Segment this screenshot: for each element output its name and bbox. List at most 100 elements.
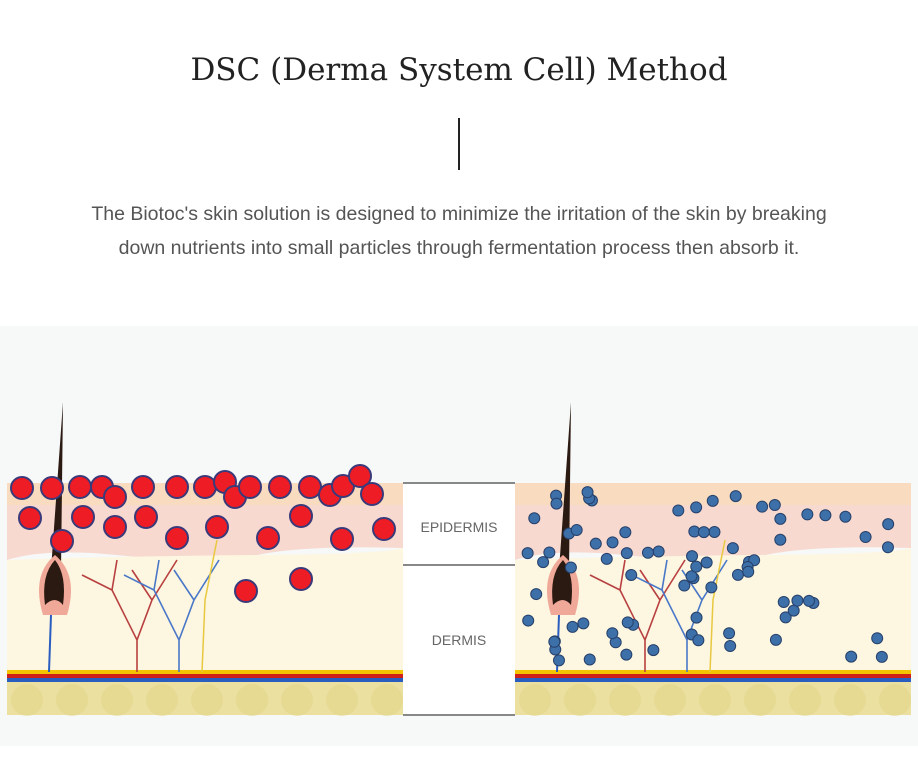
- right-artery-line: [515, 674, 911, 678]
- small-nutrient-particle: [705, 581, 718, 594]
- right-fat-cell: [879, 684, 911, 716]
- small-nutrient-particle: [787, 604, 800, 617]
- small-nutrient-particle: [566, 620, 579, 633]
- large-nutrient-particle: [372, 517, 396, 541]
- small-nutrient-particle: [619, 526, 632, 539]
- small-nutrient-particle: [606, 536, 619, 549]
- small-nutrient-particle: [543, 546, 556, 559]
- large-nutrient-particle: [268, 475, 292, 499]
- left-fat-cell: [146, 684, 178, 716]
- left-hair-root: [44, 560, 64, 605]
- small-nutrient-particle: [577, 617, 590, 630]
- small-nutrient-particle: [724, 640, 737, 653]
- left-fat-cell: [371, 684, 403, 716]
- large-nutrient-particle: [289, 504, 313, 528]
- right-fat-cell: [564, 684, 596, 716]
- large-nutrient-particle: [40, 476, 64, 500]
- small-nutrient-particle: [882, 518, 895, 531]
- small-nutrient-particle: [801, 508, 814, 521]
- small-nutrient-particle: [625, 569, 638, 582]
- small-nutrient-particle: [859, 530, 872, 543]
- right-fat-cell: [609, 684, 641, 716]
- large-nutrient-particle: [71, 505, 95, 529]
- large-nutrient-particle: [131, 475, 155, 499]
- right-vein-line: [515, 678, 911, 682]
- small-nutrient-particle: [600, 552, 613, 565]
- large-nutrient-particle: [289, 567, 313, 591]
- right-fat-cell: [834, 684, 866, 716]
- large-nutrient-particle: [50, 529, 74, 553]
- right-nerve: [709, 539, 726, 673]
- small-nutrient-particle: [881, 541, 894, 554]
- large-nutrient-particle: [330, 527, 354, 551]
- small-nutrient-particle: [706, 494, 719, 507]
- large-nutrient-particle: [205, 515, 229, 539]
- large-nutrient-particle: [193, 475, 217, 499]
- small-nutrient-particle: [621, 616, 634, 629]
- left-fat-cell: [281, 684, 313, 716]
- large-nutrient-particle: [298, 475, 322, 499]
- small-nutrient-particle: [685, 570, 698, 583]
- left-nerve: [201, 539, 218, 673]
- right-fat-cell: [654, 684, 686, 716]
- right-fat-cell: [789, 684, 821, 716]
- small-nutrient-particle: [678, 579, 691, 592]
- small-nutrient-particle: [564, 561, 577, 574]
- left-nerve-line: [7, 670, 403, 674]
- small-nutrient-particle: [550, 497, 563, 510]
- title-divider: [458, 118, 460, 170]
- left-vein: [48, 614, 52, 673]
- description: The Biotoc's skin solution is designed t…: [0, 197, 918, 265]
- small-nutrient-particle: [552, 654, 565, 667]
- small-nutrient-particle: [723, 627, 736, 640]
- small-nutrient-particle: [686, 550, 699, 563]
- small-nutrient-particle: [875, 650, 888, 663]
- small-nutrient-particle: [521, 547, 534, 560]
- small-nutrient-particle: [768, 499, 781, 512]
- small-nutrient-particle: [652, 545, 665, 558]
- small-nutrient-particle: [871, 632, 884, 645]
- small-nutrient-particle: [641, 546, 654, 559]
- small-nutrient-particle: [530, 588, 543, 601]
- label-column: [403, 483, 515, 715]
- small-nutrient-particle: [697, 526, 710, 539]
- small-nutrient-particle: [528, 512, 541, 525]
- small-nutrient-particle: [726, 542, 739, 555]
- small-nutrient-particle: [537, 556, 550, 569]
- small-nutrient-particle: [672, 504, 685, 517]
- large-nutrient-particle: [348, 464, 372, 488]
- left-fat-cell: [101, 684, 133, 716]
- small-nutrient-particle: [606, 627, 619, 640]
- small-nutrient-particle: [774, 512, 787, 525]
- small-nutrient-particle: [845, 650, 858, 663]
- small-nutrient-particle: [620, 648, 633, 661]
- small-nutrient-particle: [581, 486, 594, 499]
- right-vein-tree: [631, 559, 728, 672]
- left-vein-line: [7, 678, 403, 682]
- small-nutrient-particle: [522, 614, 535, 627]
- large-nutrient-particle: [238, 475, 262, 499]
- small-nutrient-particle: [777, 595, 790, 608]
- large-nutrient-particle: [165, 475, 189, 499]
- large-nutrient-particle: [10, 476, 34, 500]
- left-artery-line: [7, 674, 403, 678]
- small-nutrient-particle: [548, 635, 561, 648]
- small-nutrient-particle: [756, 500, 769, 513]
- left-fat-cell: [236, 684, 268, 716]
- page-title: DSC (Derma System Cell) Method: [190, 52, 728, 88]
- small-nutrient-particle: [692, 634, 705, 647]
- small-nutrient-particle: [570, 524, 583, 537]
- small-nutrient-particle: [839, 510, 852, 523]
- large-nutrient-particle: [134, 505, 158, 529]
- small-nutrient-particle: [779, 611, 792, 624]
- small-nutrient-particle: [803, 594, 816, 607]
- large-nutrient-particle: [256, 526, 280, 550]
- right-fat-cell: [699, 684, 731, 716]
- small-nutrient-particle: [774, 533, 787, 546]
- description-line-1: The Biotoc's skin solution is designed t…: [91, 203, 827, 225]
- small-nutrient-particle: [791, 594, 804, 607]
- large-nutrient-particle: [68, 475, 92, 499]
- small-nutrient-particle: [742, 565, 755, 578]
- large-nutrient-particle: [18, 506, 42, 530]
- left-fat-cell: [11, 684, 43, 716]
